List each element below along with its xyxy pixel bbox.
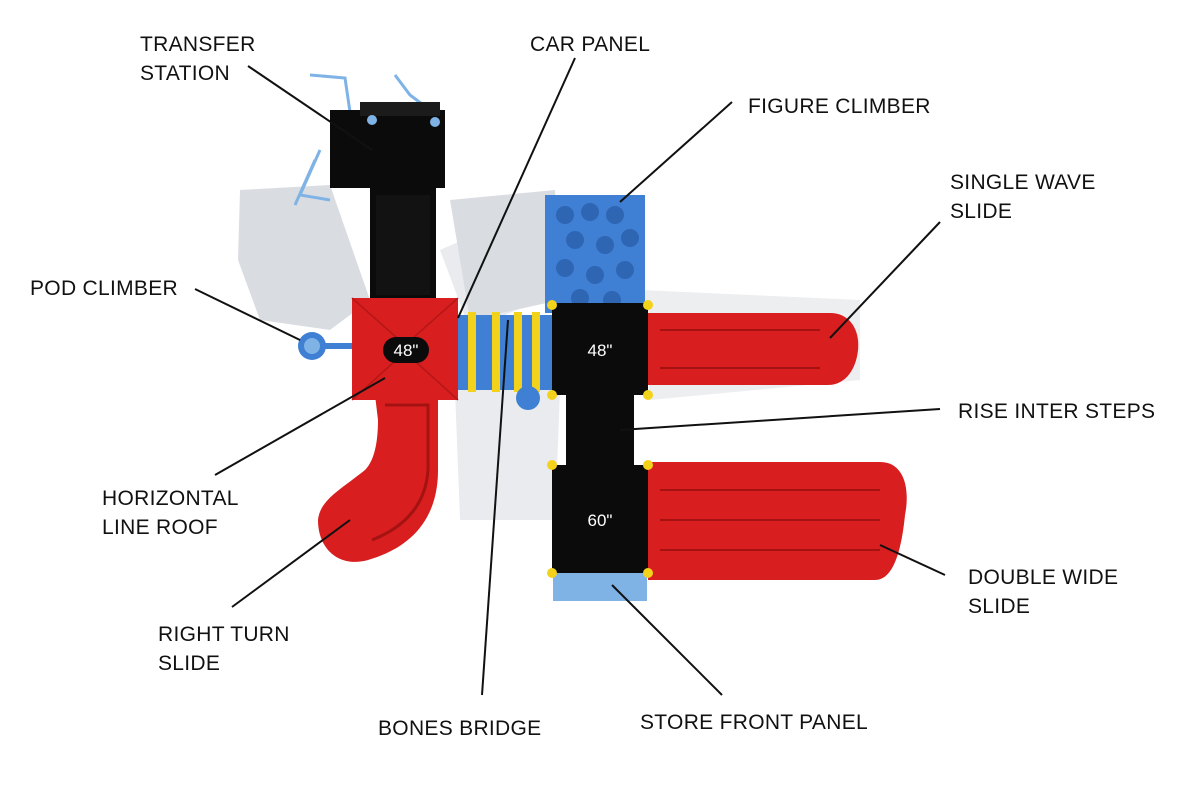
right-turn-slide [318,395,438,562]
store-front-panel [553,573,647,601]
label-transfer-station: TRANSFER STATION [140,33,256,85]
roof-deck-height: 48" [394,341,419,360]
label-car-panel: CAR PANEL [530,33,651,56]
lower-deck [552,465,648,573]
deck-clamps [547,300,653,578]
label-single-wave-slide: SINGLE WAVE SLIDE [950,171,1096,223]
label-store-front-panel: STORE FRONT PANEL [640,711,868,734]
transfer-station-platform [330,110,445,188]
bones-bridge [468,312,540,392]
label-horizontal-line-roof: HORIZONTAL LINE ROOF [102,487,239,539]
lower-deck-height: 60" [588,511,613,530]
label-figure-climber: FIGURE CLIMBER [748,95,931,118]
center-deck-height: 48" [588,341,613,360]
label-rise-inter-steps: RISE INTER STEPS [958,400,1156,423]
label-bones-bridge: BONES BRIDGE [378,717,542,740]
leader-lines [194,57,946,696]
label-double-wide-slide: DOUBLE WIDE SLIDE [968,566,1119,618]
label-right-turn-slide: RIGHT TURN SLIDE [158,623,290,675]
label-pod-climber: POD CLIMBER [30,277,178,300]
pod-climber [298,332,354,360]
single-wave-slide [648,313,859,385]
roof-deck-height-badge [383,337,429,363]
center-deck [552,303,648,395]
